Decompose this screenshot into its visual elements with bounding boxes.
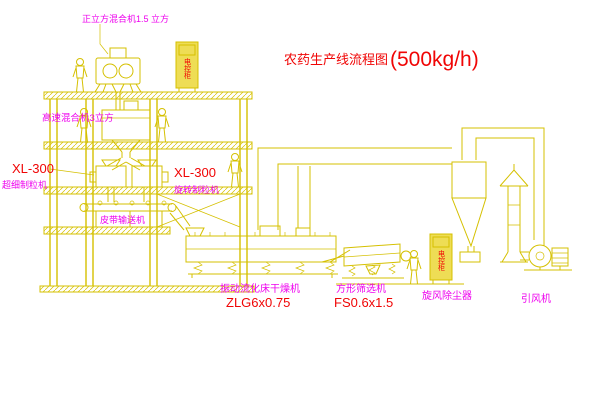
control-cabinet-2: 电控柜: [429, 233, 453, 285]
platform-beam: [43, 226, 171, 235]
worker-figure-ground: [406, 250, 422, 285]
ground-beam: [39, 285, 255, 293]
leader-line: [99, 24, 109, 55]
granulator-left-machine: [89, 159, 127, 202]
label-sieve-name: 方形筛选机: [336, 282, 386, 295]
granulator-right-machine: [131, 159, 169, 202]
roof-beam: [43, 91, 253, 100]
cube-mixer-machine: [94, 24, 142, 99]
label-granulator-mid-name: 旋转制粒机: [174, 184, 219, 195]
fluid-bed-dryer-machine: [185, 225, 351, 278]
label-dryer-model: ZLG6x0.75: [226, 295, 290, 310]
label-granulator-mid-model: XL-300: [174, 165, 216, 180]
label-sieve-model: FS0.6x1.5: [334, 295, 393, 310]
leader-granulator-left: [49, 168, 95, 176]
label-cyclone-name: 旋风除尘器: [422, 289, 472, 302]
label-dryer-name: 振动流化床干燥机: [220, 282, 300, 295]
exhaust-stack: [499, 164, 529, 263]
floor2-beam: [43, 141, 253, 150]
label-granulator-left-model: XL-300: [12, 161, 54, 176]
induced-draft-fan-machine: [520, 244, 572, 271]
belt-conveyor-machine: [79, 200, 191, 231]
diagram-title: 农药生产线流程图: [284, 52, 388, 67]
worker-figure-roof: [72, 58, 88, 93]
square-sieve-machine: [342, 243, 412, 279]
cabinet-1-label: 电控柜: [184, 57, 192, 80]
building-structure: [39, 91, 255, 293]
cyclone-separator-machine: [451, 161, 487, 263]
label-high-speed-mixer: 高速混合机3立方: [42, 112, 114, 124]
exhaust-duct: [257, 147, 452, 230]
high-speed-mixer-machine: [101, 99, 151, 171]
label-fan-name: 引风机: [521, 292, 551, 305]
cyclone-outlet-duct: [461, 127, 545, 246]
diagram-capacity: (500kg/h): [390, 48, 479, 71]
label-belt-conveyor: 皮带输送机: [100, 214, 145, 225]
floor3-beam: [43, 186, 253, 195]
label-cube-mixer: 正立方混合机1.5 立方: [82, 13, 169, 24]
label-granulator-left-name: 超细制粒机: [2, 179, 47, 190]
control-cabinet-1: 电控柜: [175, 41, 199, 93]
cabinet-2-label: 电控柜: [438, 249, 446, 272]
